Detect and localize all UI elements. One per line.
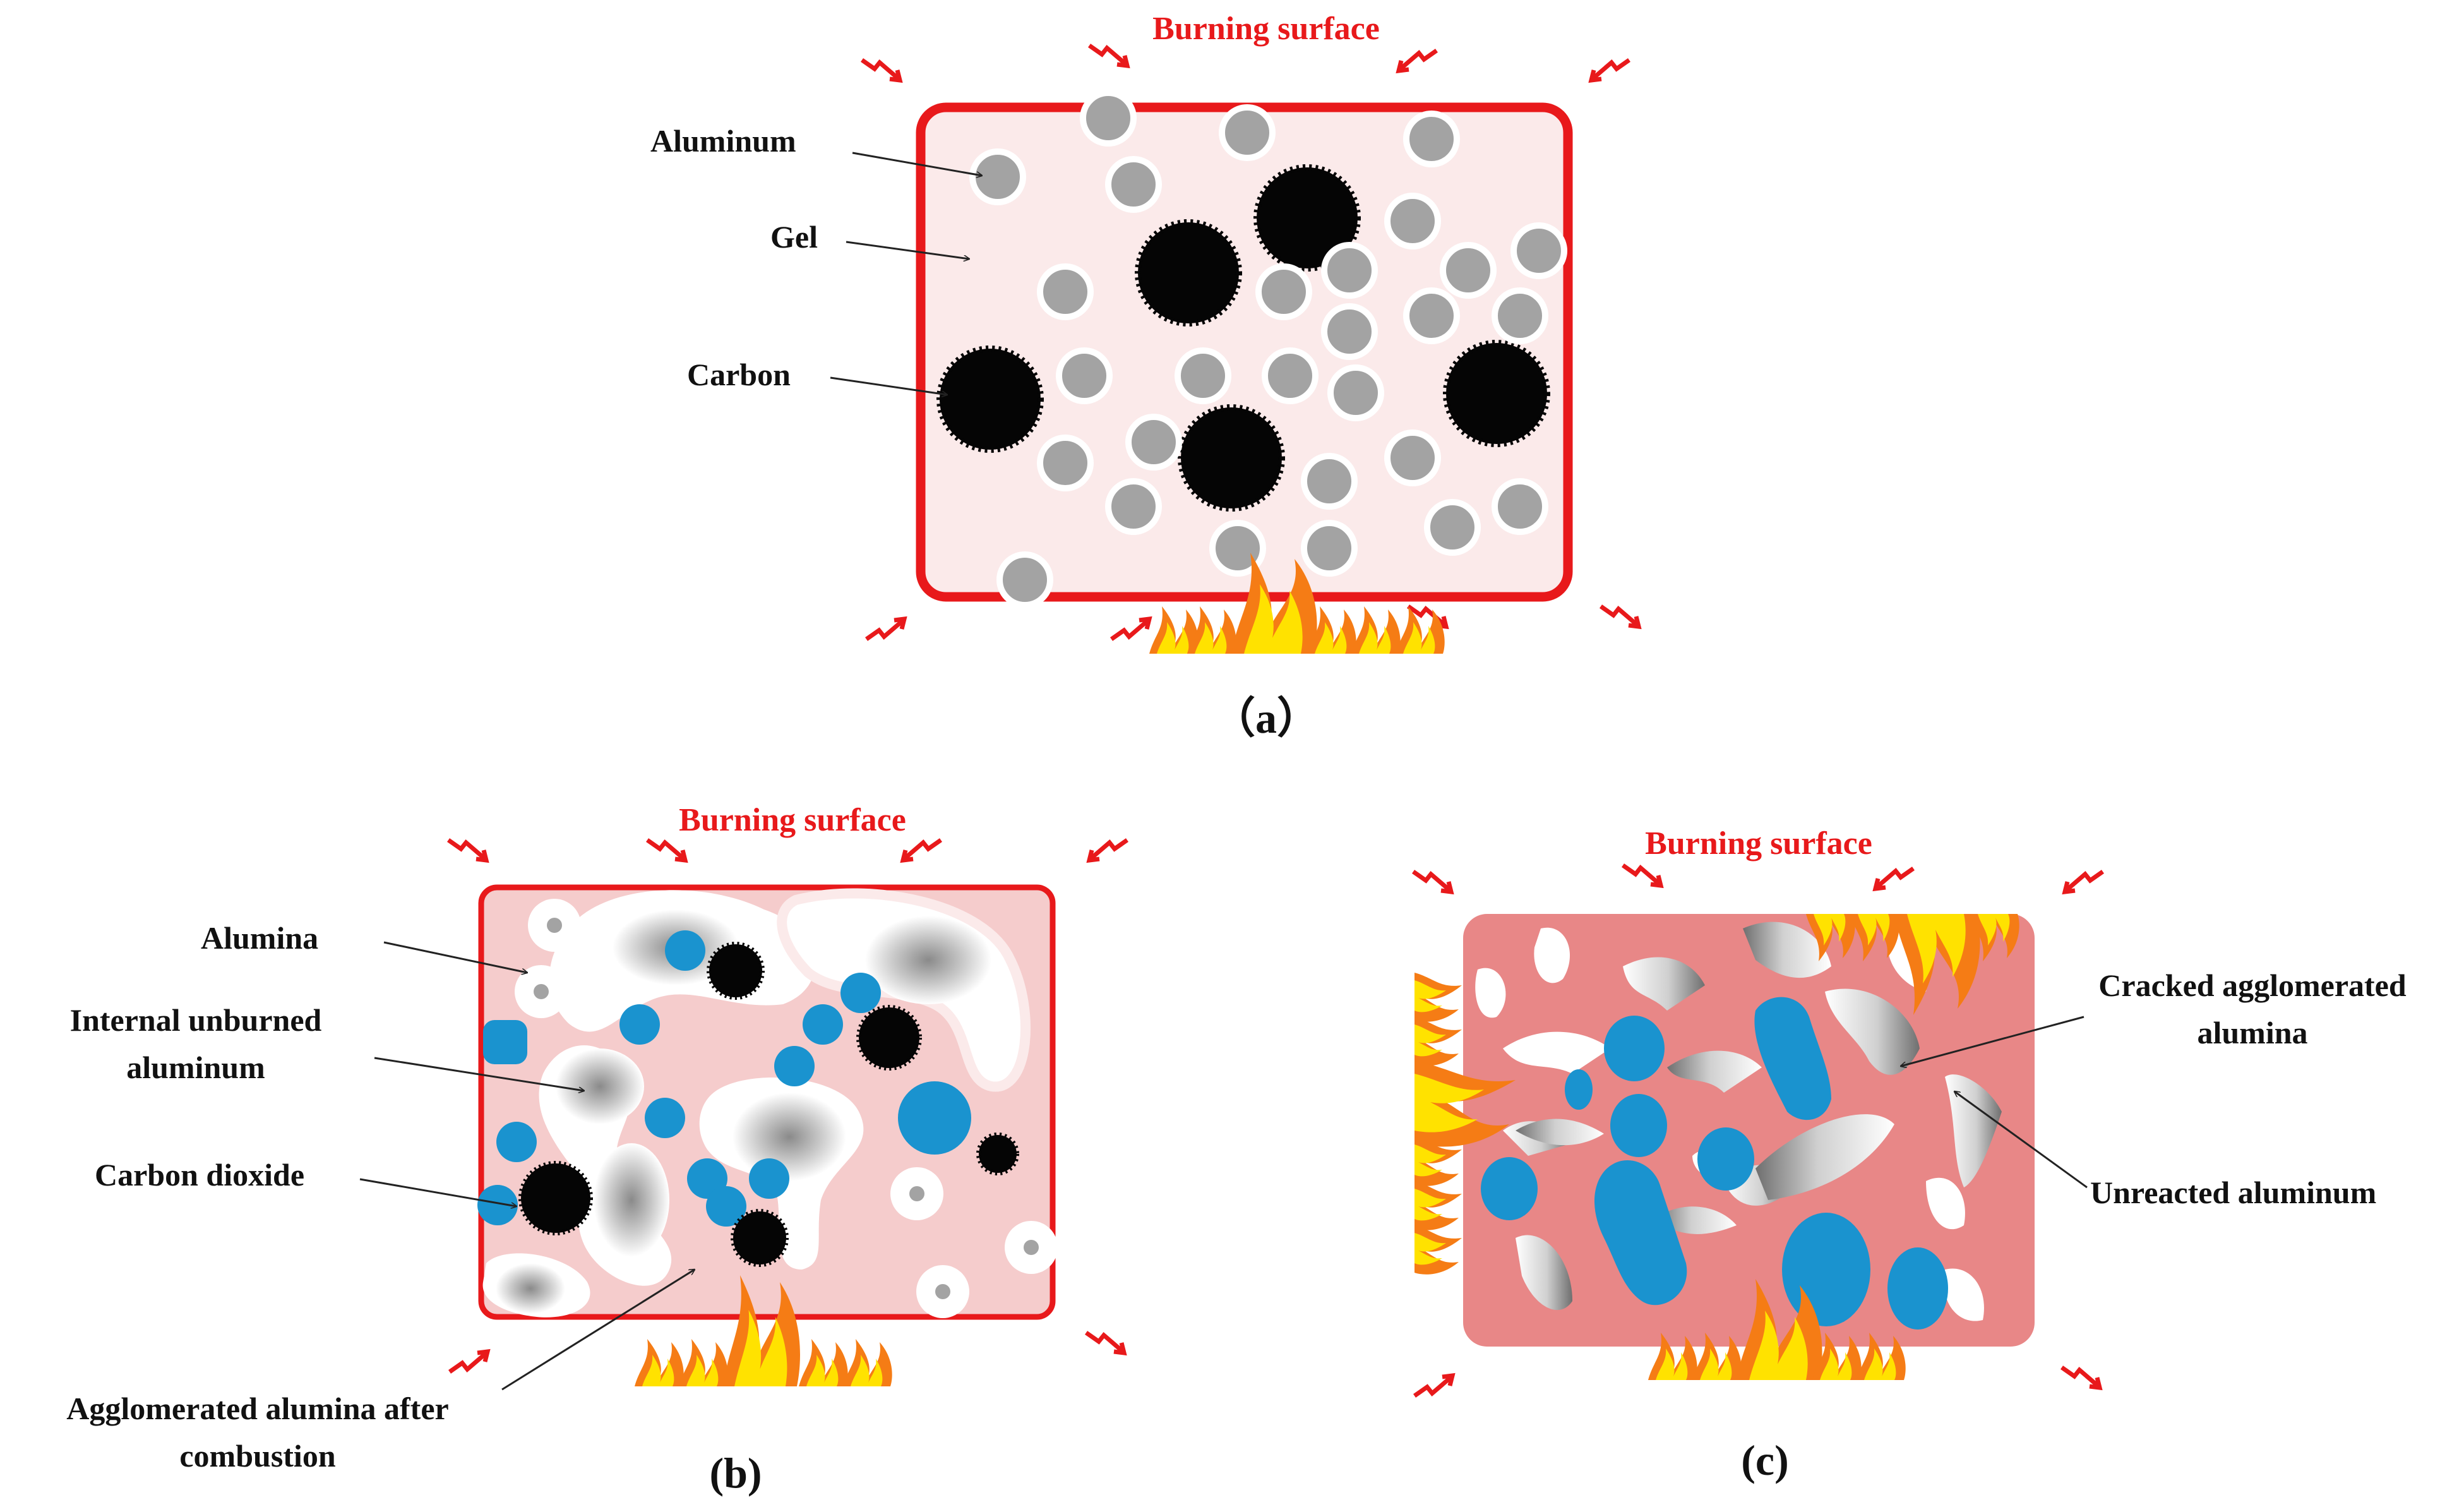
carbon-particle <box>1253 164 1361 272</box>
co2-bubble <box>706 1186 746 1227</box>
aluminum-particle <box>1384 193 1441 249</box>
aluminum-particle <box>1403 111 1460 167</box>
aluminum-particle <box>1384 429 1441 486</box>
co2-bubble <box>496 1122 537 1162</box>
panel-c-co2-bubbles <box>1481 997 1948 1330</box>
co2-bubble <box>898 1081 971 1155</box>
carbon-particle <box>731 1209 789 1267</box>
aluminum-particle <box>1037 263 1094 320</box>
label-cracked-agglomerated: Cracked agglomerated <box>2098 968 2407 1003</box>
co2-bubble <box>645 1098 685 1138</box>
co2-bubble <box>1697 1127 1754 1191</box>
panel-c-caption: (c) <box>1741 1436 1788 1484</box>
aluminum-particle <box>1321 303 1378 360</box>
carbon-particle <box>1135 219 1242 327</box>
panel-b-caption: (b) <box>709 1449 762 1497</box>
co2-bubble <box>774 1046 815 1086</box>
panel-a: Burning surface <box>650 11 1639 742</box>
label-internal-unburned: Internal unburned <box>70 1002 322 1038</box>
carbon-particle <box>518 1161 593 1235</box>
aluminum-particle <box>1105 478 1162 535</box>
aluminum-particle <box>1492 287 1548 344</box>
aluminum-particle <box>1262 347 1319 404</box>
panel-c-labels: Cracked agglomerated alumina Unreacted a… <box>2090 968 2407 1210</box>
co2-bubble <box>749 1158 789 1199</box>
panel-b-labels: Alumina Internal unburned aluminum Carbo… <box>66 920 448 1474</box>
panel-a-labels: Aluminum Gel Carbon <box>650 123 818 392</box>
co2-bubble <box>619 1004 660 1045</box>
aluminum-particle <box>1255 263 1312 320</box>
aluminum-particle <box>1080 90 1137 147</box>
panel-b-carbon-particles <box>518 942 1019 1267</box>
carbon-particle <box>976 1132 1019 1175</box>
panel-b-co2-bubbles <box>477 930 971 1227</box>
aluminum-particle <box>1105 156 1162 213</box>
co2-bubble <box>1604 1016 1665 1081</box>
co2-bubble <box>665 930 705 971</box>
co2-bubble <box>840 973 881 1013</box>
label-gel: Gel <box>770 219 818 255</box>
co2-bubble <box>1754 997 1831 1120</box>
co2-bubble <box>1610 1094 1667 1157</box>
aluminum-particle <box>1327 364 1384 421</box>
aluminum-particle <box>1510 222 1567 279</box>
co2-bubble <box>483 1020 527 1064</box>
aluminum-particle <box>1440 242 1497 299</box>
panel-a-carbon-particles <box>936 164 1550 512</box>
label-carbon: Carbon <box>687 357 791 392</box>
aluminum-particle <box>1424 499 1481 556</box>
aluminum-particle <box>1301 453 1358 510</box>
label-alumina: Alumina <box>201 920 318 956</box>
label-aluminum: Aluminum <box>650 123 796 159</box>
aluminum-particle <box>1301 520 1358 577</box>
unreacted-aluminum <box>1945 1074 2002 1187</box>
panel-c-title: Burning surface <box>1645 826 1872 862</box>
label-internal-unburned-2: aluminum <box>126 1050 265 1085</box>
panel-c: Burning surface <box>1413 826 2407 1484</box>
label-cracked-agglomerated-2: alumina <box>2197 1015 2307 1050</box>
co2-bubble <box>1481 1157 1538 1220</box>
panel-a-aluminum-particles <box>969 90 1567 608</box>
carbon-particle <box>936 345 1044 453</box>
panel-b-title: Burning surface <box>679 802 906 838</box>
co2-bubble <box>1782 1213 1870 1326</box>
panel-c-cracked-alumina <box>1475 922 1984 1321</box>
panel-b-leader-lines <box>359 941 695 1391</box>
aluminum-particle <box>1037 435 1094 491</box>
panel-c-leader-lines <box>1901 1016 2088 1189</box>
panel-a-leader-lines <box>830 152 982 395</box>
label-agglomerated: Agglomerated alumina after <box>66 1391 448 1426</box>
aluminum-particle <box>1056 347 1113 404</box>
aluminum-particle <box>1219 104 1276 161</box>
label-agglomerated-2: combustion <box>179 1438 335 1474</box>
aluminum-particle <box>996 551 1053 608</box>
aluminum-particle <box>1125 414 1182 471</box>
panel-a-caption: （a） <box>1212 694 1320 742</box>
co2-bubble <box>1565 1069 1593 1110</box>
panel-b-alumina-rings <box>515 899 1058 1318</box>
co2-bubble <box>477 1185 518 1225</box>
co2-bubble <box>1594 1160 1687 1306</box>
label-unreacted-aluminum: Unreacted aluminum <box>2090 1175 2376 1210</box>
carbon-particle <box>1443 340 1550 447</box>
aluminum-particle <box>1321 242 1378 299</box>
aluminum-particle <box>1492 478 1548 535</box>
aluminum-particle <box>969 148 1026 205</box>
panel-a-title: Burning surface <box>1152 11 1380 47</box>
aluminum-particle <box>1403 287 1460 344</box>
co2-bubble <box>1887 1247 1948 1330</box>
carbon-particle <box>707 942 765 1000</box>
carbon-particle <box>1178 404 1285 512</box>
panel-b: Burning surface <box>66 802 1127 1497</box>
co2-bubble <box>803 1004 843 1045</box>
label-carbon-dioxide: Carbon dioxide <box>95 1157 304 1192</box>
aluminum-particle <box>1175 347 1231 404</box>
aluminum-particle <box>1209 520 1266 577</box>
carbon-particle <box>856 1005 922 1071</box>
